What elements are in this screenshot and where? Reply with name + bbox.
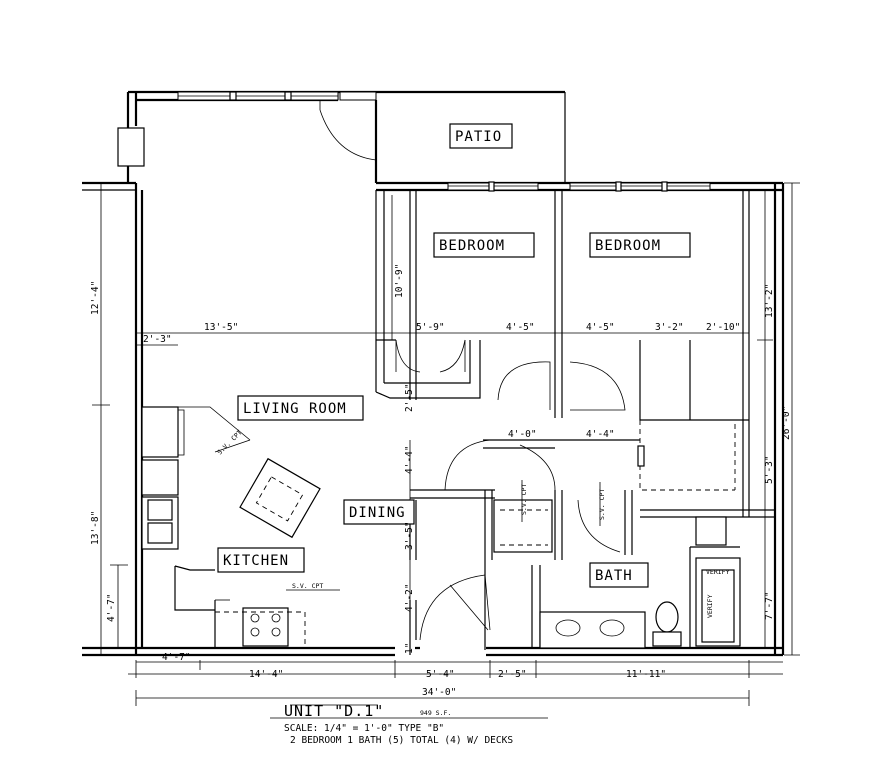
bath-fixtures	[493, 445, 741, 649]
patio-windows	[177, 91, 377, 101]
exterior-walls	[82, 90, 785, 657]
label-bath: BATH	[595, 568, 633, 584]
label-patio: PATIO	[455, 129, 502, 145]
dim-4-5a: 4'-5"	[506, 322, 535, 333]
dim-hall-4-0: 4'-0"	[508, 429, 537, 440]
bedroom-windows	[447, 181, 711, 192]
dim-4-5b: 4'-5"	[586, 322, 615, 333]
title-block: UNIT "D.1" 949 S.F. SCALE: 1/4" = 1'-0" …	[284, 702, 513, 746]
dim-closet-2-5: 2'-5"	[404, 383, 415, 412]
dim-left-small: 4'-7"	[106, 593, 117, 622]
kitchen-fixtures	[141, 406, 306, 648]
note-sv-cpt-living: S.V. CPT	[216, 429, 244, 457]
exterior-box	[117, 127, 145, 167]
dimension-labels: 12'-4" 13'-8" 4'-7" 13'-2" 26'-0" 5'-3" …	[90, 264, 792, 698]
dim-left-lower: 13'-8"	[90, 511, 101, 545]
label-dining: DINING	[349, 505, 406, 521]
interior-walls	[174, 190, 775, 655]
label-bedroom-2: BEDROOM	[595, 238, 661, 254]
dim-overall: 34'-0"	[422, 687, 456, 698]
dim-13-5: 13'-5"	[204, 322, 238, 333]
unit-title: UNIT "D.1"	[284, 702, 384, 720]
dim-left-upper: 12'-4"	[90, 281, 101, 315]
label-bedroom-1: BEDROOM	[439, 238, 505, 254]
dim-right-lower: 7'-7"	[764, 591, 775, 620]
dim-right-mid: 5'-3"	[764, 455, 775, 484]
dim-v-4-4: 4'-4"	[404, 445, 415, 474]
label-living-room: LIVING ROOM	[243, 401, 347, 417]
dim-3-2: 3'-2"	[655, 322, 684, 333]
doors	[319, 100, 626, 641]
unit-summary: 2 BEDROOM 1 BATH (5) TOTAL (4) W/ DECKS	[290, 735, 513, 746]
dimension-lines	[92, 182, 800, 719]
dim-right-total: 26'-0"	[781, 406, 792, 440]
note-sv-cpt-hall: S.V. CPT	[520, 484, 528, 515]
dim-hall-4-4: 4'-4"	[586, 429, 615, 440]
dim-bottom-14-4: 14'-4"	[249, 669, 283, 680]
unit-area: 949 S.F.	[420, 709, 451, 717]
living-table	[239, 457, 321, 539]
dim-bed-height: 10'-9"	[394, 264, 405, 298]
note-verify-1: VERIFY	[706, 568, 730, 576]
dim-v-1: 1"	[404, 643, 415, 654]
unit-scale: SCALE: 1/4" = 1'-0" TYPE "B"	[284, 723, 444, 734]
dim-right-upper: 13'-2"	[764, 284, 775, 318]
dim-bottom-5-4: 5'-4"	[426, 669, 455, 680]
note-verify-2: VERIFY	[706, 594, 714, 618]
note-sv-cpt-kitchen: S.V. CPT	[292, 582, 323, 590]
room-labels: PATIO BEDROOM BEDROOM LIVING ROOM DINING…	[217, 123, 691, 588]
dim-bottom-2-5: 2'-5"	[498, 669, 527, 680]
dim-5-9: 5'-9"	[416, 322, 445, 333]
dim-2-3: 2'-3"	[143, 334, 172, 345]
dim-2-10: 2'-10"	[706, 322, 740, 333]
dim-bottom-4-7: 4'-7"	[162, 652, 191, 663]
note-sv-cpt-bath: S.V. CPT	[598, 489, 606, 520]
dim-v-4-2: 4'-2"	[404, 583, 415, 612]
dim-bottom-11-11: 11'-11"	[626, 669, 666, 680]
dim-v-3-5: 3'-5"	[404, 521, 415, 550]
label-kitchen: KITCHEN	[223, 553, 289, 569]
